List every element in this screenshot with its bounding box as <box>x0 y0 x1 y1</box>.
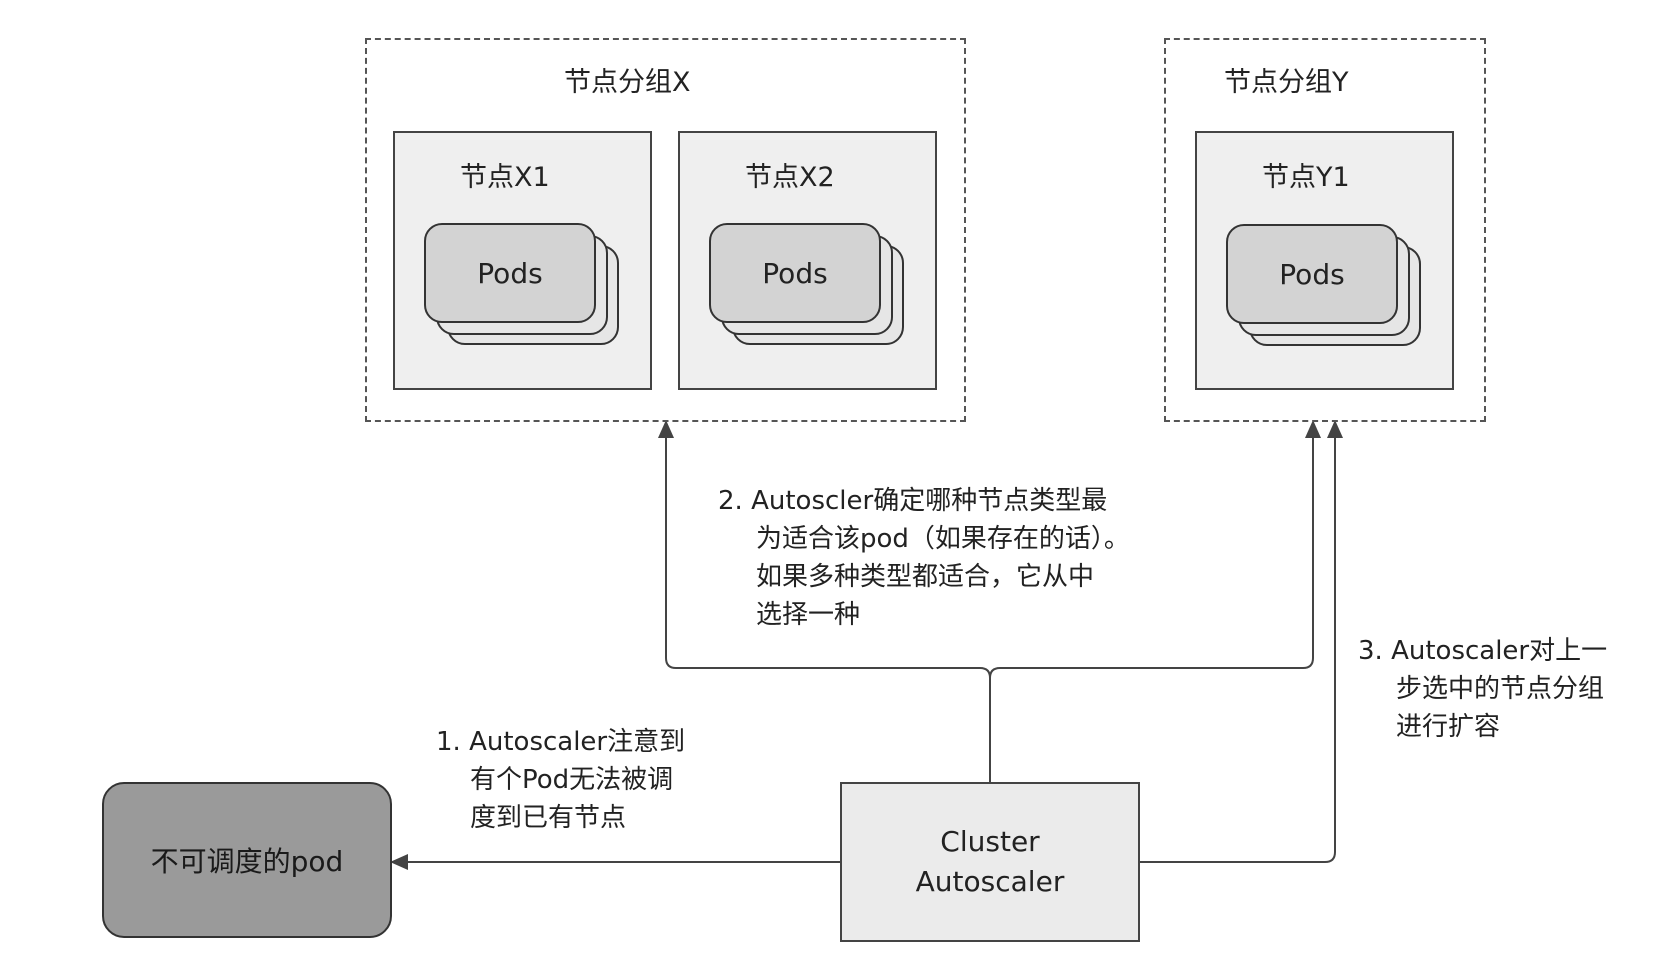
pods-x2: Pods <box>709 223 881 323</box>
cluster-autoscaler-line1: Cluster <box>940 825 1040 858</box>
pods-x1-label: Pods <box>477 256 543 290</box>
node-group-y-title: 节点分组Y <box>1224 67 1349 98</box>
node-x2-title: 节点X2 <box>745 162 835 193</box>
step1-description: 1. Autoscaler注意到 有个Pod无法被调 度到已有节点 <box>436 723 685 837</box>
unschedulable-pod-label: 不可调度的pod <box>150 845 344 878</box>
pods-x2-label: Pods <box>762 256 828 290</box>
pods-x1: Pods <box>424 223 596 323</box>
step3-line: 步选中的节点分组 <box>1396 674 1605 704</box>
step2-description: 2. Autoscler确定哪种节点类型最 为适合该pod（如果存在的话）。 如… <box>718 482 1130 634</box>
node-group-x-title: 节点分组X <box>564 67 691 98</box>
scale-up-arrow <box>1136 420 1343 863</box>
cluster-autoscaler: Cluster Autoscaler <box>840 782 1140 942</box>
step2-line: 2. Autoscler确定哪种节点类型最 <box>718 486 1108 516</box>
node-y1-title: 节点Y1 <box>1262 162 1350 193</box>
unschedulable-pod: 不可调度的pod <box>102 782 392 938</box>
node-x1-title: 节点X1 <box>460 162 550 193</box>
cluster-autoscaler-line2: Autoscaler <box>915 865 1065 898</box>
step2-line: 为适合该pod（如果存在的话）。 <box>756 524 1130 554</box>
pods-y1: Pods <box>1226 224 1398 324</box>
split-bar-right <box>989 420 1321 679</box>
split-bar <box>658 420 991 679</box>
step1-line: 1. Autoscaler注意到 <box>436 727 686 757</box>
pods-y1-label: Pods <box>1279 257 1345 291</box>
step1-line: 有个Pod无法被调 <box>470 765 674 795</box>
step2-line: 如果多种类型都适合，它从中 <box>756 562 1095 592</box>
step2-line: 选择一种 <box>756 600 861 630</box>
step3-line: 3. Autoscaler对上一 <box>1358 636 1608 666</box>
step3-description: 3. Autoscaler对上一 步选中的节点分组 进行扩容 <box>1358 632 1607 746</box>
step3-line: 进行扩容 <box>1396 712 1501 742</box>
step1-line: 度到已有节点 <box>470 803 627 833</box>
